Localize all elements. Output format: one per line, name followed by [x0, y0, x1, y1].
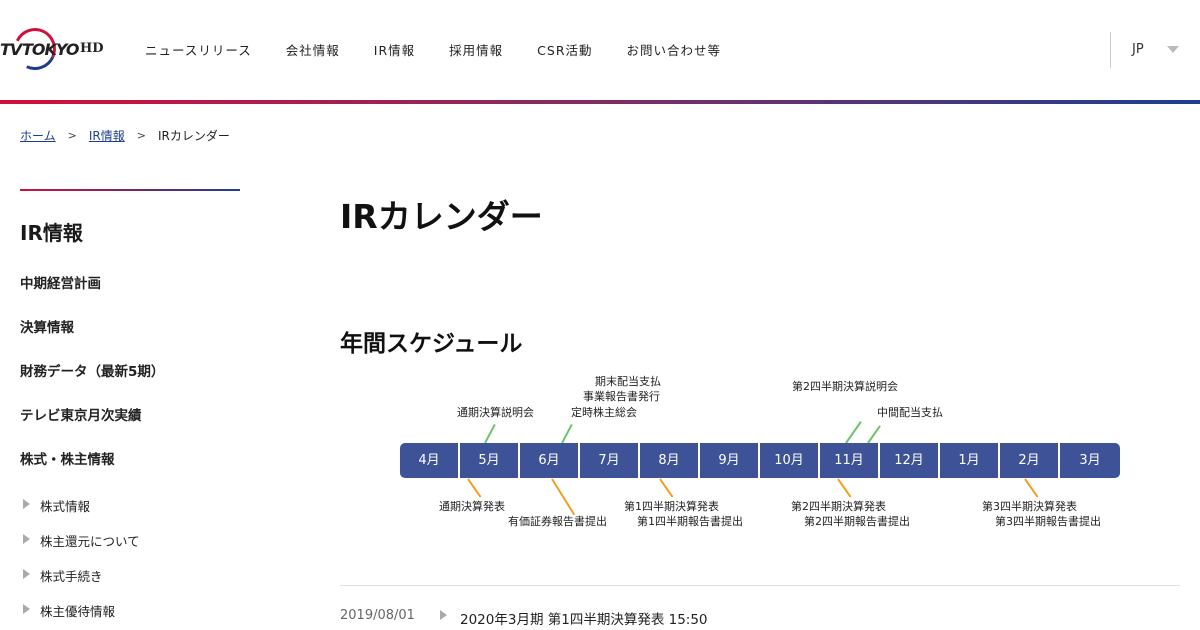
month-cell: 4月	[400, 443, 460, 478]
lead-line	[845, 421, 862, 444]
breadcrumb: ホーム > IR情報 > IRカレンダー	[20, 127, 230, 144]
event-label-q1-results: 第1四半期決算発表	[624, 500, 719, 513]
month-cell: 3月	[1079, 453, 1101, 468]
news-date: 2019/08/01	[340, 608, 415, 623]
nav-contact[interactable]: お問い合わせ等	[626, 43, 722, 58]
sidebar-item-monthly-results[interactable]: テレビ東京月次実績	[20, 408, 142, 424]
event-label-shareholders-meeting: 定時株主総会	[571, 406, 637, 419]
lead-line	[837, 478, 852, 498]
sidebar-subitem-stock-procedures[interactable]: 株式手続き	[23, 566, 103, 585]
triangle-right-icon	[23, 604, 30, 614]
annual-schedule: 期末配当支払 事業報告書発行 定時株主総会 通期決算説明会 第2四半期決算説明会…	[340, 370, 1180, 540]
lead-line	[551, 478, 576, 516]
sidebar-subitem-label: 株主還元について	[40, 534, 140, 549]
sidebar-subitem-label: 株式手続き	[40, 569, 103, 584]
sidebar-item-stock-info[interactable]: 株式・株主情報	[20, 452, 115, 468]
month-cell: 2月	[1000, 443, 1060, 478]
tv-tokyo-hd-logo[interactable]: TV TOKYO HD	[0, 22, 110, 76]
lead-line	[561, 423, 573, 444]
logo-hd-text: HD	[80, 41, 104, 56]
nav-news-release[interactable]: ニュースリリース	[145, 43, 252, 58]
month-cell: 8月	[640, 443, 700, 478]
sidebar-subitem-label: 株主優待情報	[40, 604, 116, 619]
event-label-interim-dividend: 中間配当支払	[877, 406, 943, 419]
event-label-q2-results: 第2四半期決算発表	[791, 500, 886, 513]
month-cell: 1月	[940, 443, 1000, 478]
breadcrumb-ir[interactable]: IR情報	[88, 129, 125, 143]
nav-ir[interactable]: IR情報	[373, 43, 416, 58]
lead-line	[467, 478, 482, 498]
triangle-right-icon	[440, 610, 447, 620]
event-label-q3-results: 第3四半期決算発表	[982, 500, 1077, 513]
sidebar-subitem-stock[interactable]: 株式情報	[23, 496, 91, 515]
divider	[340, 585, 1180, 586]
language-label: JP	[1132, 42, 1144, 57]
logo-tokyo-text: TOKYO	[22, 40, 80, 59]
language-selector[interactable]: JP	[1110, 32, 1200, 68]
triangle-right-icon	[23, 569, 30, 579]
news-item-link[interactable]: 2020年3月期 第1四半期決算発表 15:50	[460, 612, 708, 628]
event-label-q2-report: 第2四半期報告書提出	[804, 515, 910, 528]
event-label-q3-report: 第3四半期報告書提出	[995, 515, 1101, 528]
month-cell: 7月	[580, 443, 640, 478]
event-label-q2-briefing: 第2四半期決算説明会	[792, 380, 898, 393]
sidebar-subitem-shareholder-return[interactable]: 株主還元について	[23, 531, 140, 550]
event-label-dividend-payment: 期末配当支払	[595, 375, 661, 388]
sidebar-title[interactable]: IR情報	[20, 221, 83, 245]
month-cell: 9月	[700, 443, 760, 478]
triangle-right-icon	[23, 499, 30, 509]
event-label-q1-report: 第1四半期報告書提出	[637, 515, 743, 528]
site-header: TV TOKYO HD ニュースリリース 会社情報 IR情報 採用情報 CSR活…	[0, 0, 1200, 104]
nav-recruit[interactable]: 採用情報	[449, 43, 504, 58]
month-cell: 10月	[760, 443, 820, 478]
sidebar: IR情報 中期経営計画 決算情報 財務データ（最新5期） テレビ東京月次実績 株…	[20, 189, 240, 619]
sidebar-item-mid-term-plan[interactable]: 中期経営計画	[20, 276, 101, 292]
global-nav: ニュースリリース 会社情報 IR情報 採用情報 CSR活動 お問い合わせ等	[145, 40, 755, 60]
month-cell: 5月	[460, 443, 520, 478]
sidebar-item-financial-data[interactable]: 財務データ（最新5期）	[20, 364, 165, 380]
chevron-right-icon: >	[136, 129, 146, 142]
event-label-securities-report: 有価証券報告書提出	[508, 515, 607, 528]
lead-line	[867, 425, 881, 444]
logo-tv-text: TV	[0, 40, 22, 59]
chevron-down-icon	[1167, 46, 1179, 53]
breadcrumb-current: IRカレンダー	[157, 129, 230, 143]
triangle-right-icon	[23, 534, 30, 544]
month-cell: 12月	[880, 443, 940, 478]
sidebar-item-financial-results[interactable]: 決算情報	[20, 320, 74, 336]
event-label-annual-briefing: 通期決算説明会	[457, 406, 534, 419]
lead-line	[484, 423, 496, 444]
breadcrumb-home[interactable]: ホーム	[20, 129, 56, 143]
sidebar-subitem-label: 株式情報	[40, 499, 91, 514]
month-cell: 6月	[520, 443, 580, 478]
lead-line	[1024, 478, 1039, 498]
event-label-business-report: 事業報告書発行	[583, 390, 660, 403]
sidebar-gradient-bar	[20, 189, 240, 191]
event-label-annual-results: 通期決算発表	[439, 500, 505, 513]
sidebar-subitem-benefits[interactable]: 株主優待情報	[23, 601, 116, 620]
header-gradient-bar	[0, 100, 1200, 104]
month-bar: 4月 5月 6月 7月 8月 9月 10月 11月 12月 1月 2月 3月	[400, 443, 1120, 478]
section-title: 年間スケジュール	[340, 331, 523, 357]
nav-company[interactable]: 会社情報	[285, 43, 340, 58]
page-title: IRカレンダー	[340, 197, 543, 236]
lead-line	[659, 478, 674, 498]
chevron-right-icon: >	[67, 129, 77, 142]
month-cell: 11月	[820, 443, 880, 478]
nav-csr[interactable]: CSR活動	[537, 43, 593, 58]
